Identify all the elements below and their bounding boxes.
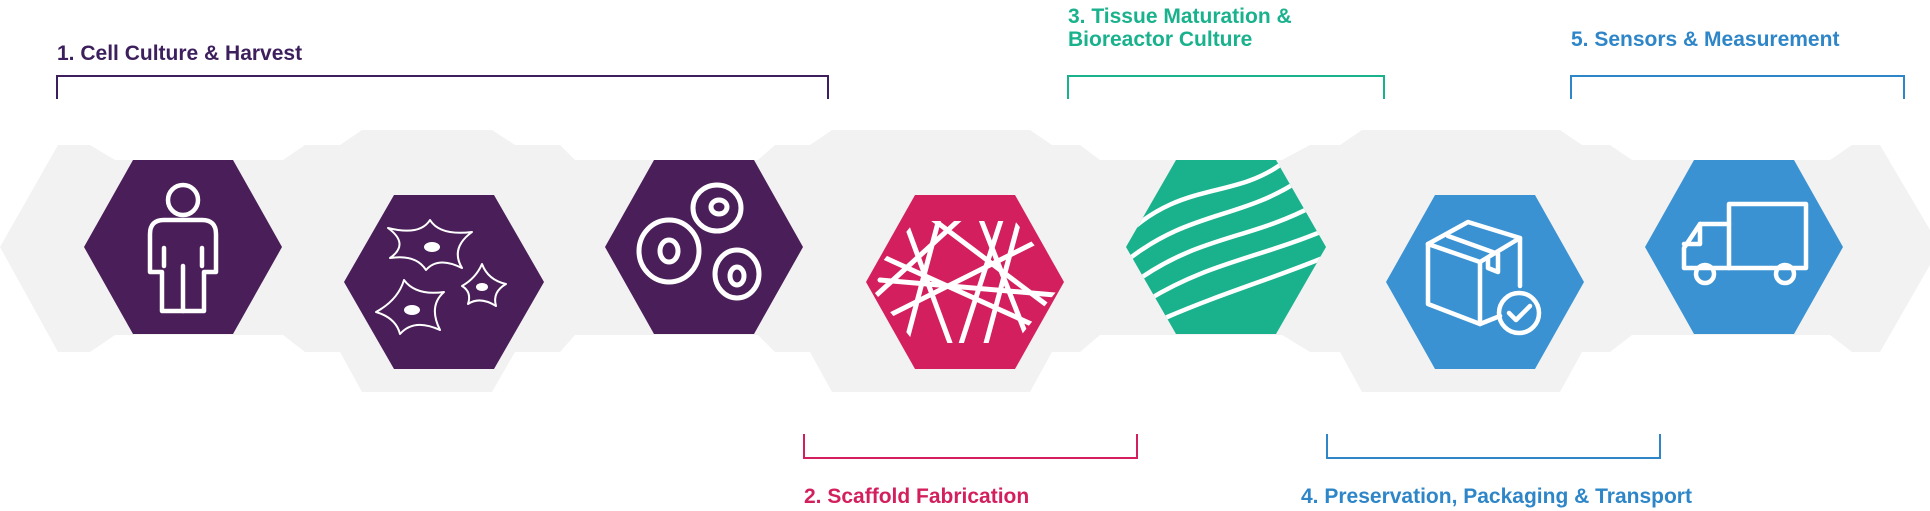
person-icon bbox=[84, 160, 282, 334]
bracket-sensors bbox=[1570, 75, 1905, 99]
stem-cell-icon bbox=[344, 195, 544, 369]
stage-label-tissue-line-2: Bioreactor Culture bbox=[1068, 28, 1252, 51]
bracket-preservation bbox=[1326, 434, 1661, 459]
hexagon-stem-cells bbox=[344, 195, 544, 369]
package-check-icon bbox=[1386, 195, 1584, 369]
stage-label-preservation: 4. Preservation, Packaging & Transport bbox=[1301, 485, 1692, 508]
bracket-cell-culture bbox=[56, 75, 829, 99]
scaffold-fiber-icon bbox=[866, 195, 1064, 369]
bracket-scaffold bbox=[803, 434, 1138, 459]
delivery-truck-icon bbox=[1645, 160, 1843, 334]
cells-icon bbox=[605, 160, 803, 334]
stage-label-sensors: 5. Sensors & Measurement bbox=[1571, 28, 1839, 51]
tissue-layers-icon bbox=[1126, 160, 1326, 334]
bracket-tissue bbox=[1067, 75, 1385, 99]
stage-label-cell-culture: 1. Cell Culture & Harvest bbox=[57, 42, 302, 65]
stage-label-tissue-line-1: 3. Tissue Maturation & bbox=[1068, 5, 1292, 28]
hexagon-person bbox=[84, 160, 282, 334]
stage-label-scaffold: 2. Scaffold Fabrication bbox=[804, 485, 1029, 508]
